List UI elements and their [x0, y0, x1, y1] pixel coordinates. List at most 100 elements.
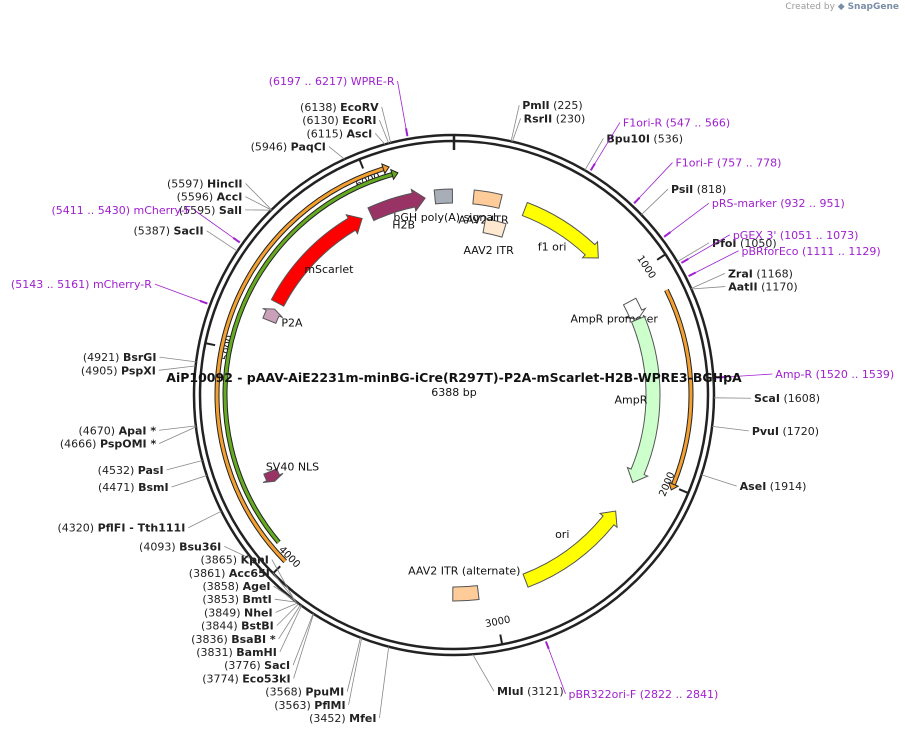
restriction-site: ZraI (1168): [691, 267, 793, 289]
site-leader-line: [346, 637, 361, 692]
restriction-site: PvuI (1720): [712, 425, 819, 438]
svg-text:RsrII (230): RsrII (230): [524, 112, 586, 125]
site-leader-line: [701, 474, 737, 487]
primer-f1ori-f: F1ori-F (757 .. 778): [633, 157, 781, 205]
tick-mark: [272, 565, 281, 574]
restriction-site: (5946) PaqCI: [251, 141, 345, 160]
tick-mark: [656, 253, 667, 261]
site-name: PasI: [138, 464, 164, 477]
svg-text:MluI (3121): MluI (3121): [497, 685, 564, 698]
site-name: SacII: [174, 225, 204, 238]
svg-text:(5597) HincII: (5597) HincII: [167, 177, 243, 190]
svg-text:pRS-marker (932 .. 951): pRS-marker (932 .. 951): [712, 197, 845, 210]
site-name: EcoRI: [342, 114, 376, 127]
site-name: PspOMI *: [100, 437, 157, 450]
site-name: PaqCI: [291, 141, 326, 154]
svg-text:(3849) NheI: (3849) NheI: [204, 606, 273, 619]
svg-text:(4471) BsmI: (4471) BsmI: [98, 481, 169, 494]
backbone: [192, 133, 716, 657]
site-name: PvuI: [752, 425, 779, 438]
feature-bgh-poly-a-signal: [433, 188, 453, 205]
primer-range: (1520 .. 1539): [816, 368, 895, 381]
site-leader-line: [159, 425, 196, 431]
restriction-site: (3865) KpnI: [201, 554, 295, 601]
restriction-site: (3774) Eco53kI: [202, 613, 314, 685]
site-position: (1170): [761, 281, 798, 294]
primer-range: (5143 .. 5161): [11, 278, 90, 291]
svg-text:PfoI (1050): PfoI (1050): [712, 237, 777, 250]
primer-range: (6197 .. 6217): [269, 75, 348, 88]
site-position: (3831): [196, 646, 233, 659]
svg-text:(4666) PspOMI *: (4666) PspOMI *: [60, 437, 157, 450]
primer-range: (932 .. 951): [780, 197, 845, 210]
feature-aav2-itr: [472, 189, 503, 209]
site-leader-line: [271, 559, 295, 601]
restriction-sites: PmlI (225)RsrII (230)Bpu10I (536)PsiI (8…: [58, 99, 821, 725]
site-leader-line: [166, 460, 203, 471]
site-leader-line: [510, 105, 520, 142]
restriction-site: Bpu10I (536): [584, 132, 683, 171]
site-leader-line: [245, 183, 272, 211]
site-leader-line: [348, 637, 363, 705]
primer-mcherry-f: (5411 .. 5430) mCherry-F: [51, 204, 241, 244]
site-name: KpnI: [241, 554, 269, 567]
site-position: (3858): [202, 580, 239, 593]
site-position: (3865): [201, 554, 238, 567]
site-leader-line: [379, 646, 390, 719]
site-name: BmtI: [242, 593, 271, 606]
svg-text:Bpu10I (536): Bpu10I (536): [606, 132, 683, 145]
primer-pgex-3: pGEX 3' (1051 .. 1073): [680, 229, 859, 264]
site-name: ScaI: [754, 392, 780, 405]
feature-label: H2B: [392, 218, 415, 231]
tick-label: 1000: [634, 254, 657, 281]
site-position: (4666): [60, 437, 97, 450]
tick-mark: [678, 488, 689, 494]
site-position: (536): [653, 132, 683, 145]
site-leader-line: [641, 188, 669, 216]
primer-leader-line: [548, 648, 566, 695]
svg-text:pGEX 3' (1051 .. 1073): pGEX 3' (1051 .. 1073): [733, 229, 859, 242]
feature-ampr-promoter: [622, 297, 647, 320]
site-leader-line: [381, 106, 392, 143]
restriction-site: AseI (1914): [701, 474, 806, 493]
site-leader-line: [374, 133, 386, 145]
site-position: (3563): [274, 699, 311, 712]
restriction-site: (3831) BamHI: [196, 605, 302, 659]
svg-text:(6197 .. 6217) WPRE-R: (6197 .. 6217) WPRE-R: [269, 75, 395, 88]
svg-text:(3836) BsaBI *: (3836) BsaBI *: [191, 633, 276, 646]
site-name: RsrII: [524, 112, 553, 125]
arc-arrowhead: [381, 163, 390, 175]
site-name: SalI: [219, 204, 242, 217]
site-position: (4670): [79, 424, 116, 437]
restriction-site: (3776) SacI: [224, 613, 314, 672]
plasmid-length: 6388 bp: [431, 386, 476, 399]
restriction-site: (4093) Bsu36I: [139, 540, 254, 561]
primer-name: pBR322ori-F: [568, 688, 636, 701]
svg-text:pBRforEco (1111 .. 1129): pBRforEco (1111 .. 1129): [742, 245, 881, 258]
restriction-site: (5387) SacII: [133, 225, 238, 252]
site-position: (4320): [58, 522, 95, 535]
svg-text:(3858) AgeI: (3858) AgeI: [202, 580, 270, 593]
restriction-site: (3836) BsaBI *: [191, 604, 301, 646]
svg-text:(3865) KpnI: (3865) KpnI: [201, 554, 269, 567]
site-leader-line: [278, 604, 301, 640]
site-name: BamHI: [236, 646, 277, 659]
site-position: (3568): [265, 686, 302, 699]
site-leader-line: [275, 602, 299, 613]
primer-pbr322ori-f: pBR322ori-F (2822 .. 2841): [544, 641, 718, 701]
site-position: (4093): [139, 540, 176, 553]
site-name: Bsu36I: [179, 540, 221, 553]
svg-text:(4921) BsrGI: (4921) BsrGI: [83, 351, 157, 364]
primer-name: F1ori-F: [675, 157, 713, 170]
site-position: (3844): [201, 620, 238, 633]
restriction-site: (4320) PflFI - Tth111I: [58, 510, 222, 535]
site-leader-line: [328, 146, 345, 160]
primer-name: Amp-R: [775, 368, 812, 381]
feature-ori: [522, 510, 618, 588]
feature-sv40-nls: [262, 468, 284, 483]
site-name: NheI: [244, 606, 273, 619]
site-position: (6130): [302, 114, 339, 127]
site-position: (1168): [756, 267, 793, 280]
primer-marker: [199, 299, 208, 305]
svg-text:(4093) Bsu36I: (4093) Bsu36I: [139, 540, 221, 553]
